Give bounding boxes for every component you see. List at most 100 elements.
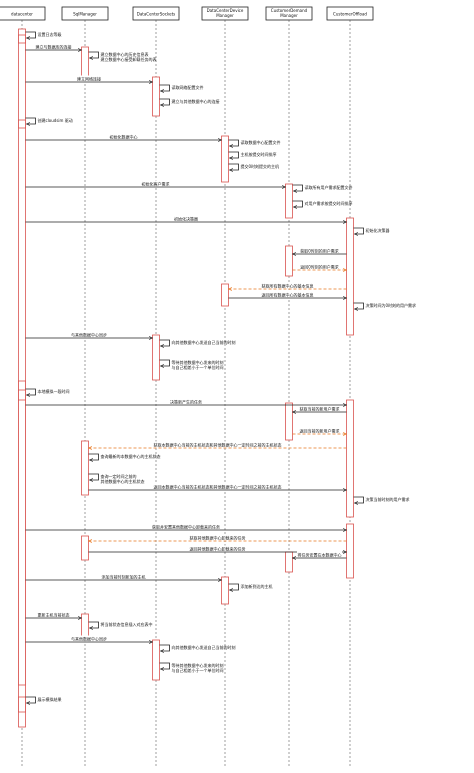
message: 向其他数据中心发送自己当前的时刻 — [159, 644, 236, 651]
self-message-arrow — [159, 84, 170, 91]
message: 查询最新的本数据中心的主机状态 — [88, 453, 161, 460]
message-label: 返回当前的新用户需求 — [300, 428, 340, 434]
message: 主机按提交时间排序 — [228, 151, 277, 158]
activation-bar-dc — [18, 28, 26, 728]
message-label-bg — [153, 483, 282, 490]
message-label: 初始化数据中心 — [110, 134, 138, 140]
message: 建立网络连接 — [25, 75, 153, 83]
message-label: 展示模拟结果 — [38, 696, 62, 702]
self-message-arrow — [292, 200, 303, 207]
activation-bar-cdm — [285, 183, 293, 219]
message: 获取其他数据中心卸载来的任务 — [89, 534, 347, 542]
message-label-bg — [141, 180, 170, 187]
message-label-bg — [297, 551, 342, 558]
message-label: 初始化客户需求 — [142, 181, 170, 187]
message-label-bg — [70, 331, 108, 338]
message: 设置日志等级 — [25, 31, 62, 38]
message: 返回0时刻的用户需求 — [292, 263, 347, 271]
message-label-bg — [101, 573, 146, 580]
message: 获取本数据中心当前的主机状态和其他数据中心一定时间之前的主机状态 — [89, 441, 347, 449]
self-message-arrow — [228, 151, 239, 158]
message: 创建cloudsim 驱动 — [25, 117, 73, 124]
message-label: 等待其他数据中心发来的时刻与自己相差小于一个单位时间 — [172, 662, 224, 673]
message-label: 获取并安置其他数据中心卸载来的任务 — [152, 524, 220, 530]
message-label: 初始化决策器 — [366, 227, 390, 233]
activation-bar-sock — [152, 334, 160, 381]
self-message-arrow — [88, 51, 99, 58]
message-label: 对用户需求按提交时间排序 — [305, 200, 353, 206]
message: 返回其他数据中心卸载来的任务 — [88, 545, 347, 553]
self-message-arrow — [25, 31, 36, 38]
message-label: 设置日志等级 — [38, 31, 62, 37]
message-label-bg — [76, 75, 102, 82]
message: 对用户需求按提交时间排序 — [292, 200, 353, 207]
self-message-arrow — [353, 227, 364, 234]
messages: 设置日志等级建立与数据库的连接建立数据中心的历史信息表建立数据中心接受卸载任务的… — [25, 31, 416, 703]
message-label: 主机按提交时间排序 — [241, 151, 277, 157]
message: 向其他数据中心发送自己当前的时刻 — [159, 339, 236, 346]
message-label-bg — [35, 43, 72, 50]
message: 查询一定时间之前的其他数据中心的主机状态 — [88, 473, 145, 484]
message-label: 向其他数据中心发送自己当前的时刻 — [172, 644, 236, 650]
message-label-bg — [261, 282, 314, 289]
message: 提交0时刻提交的主机 — [228, 163, 279, 170]
message-label: 返回本数据中心当前的主机状态和其他数据中心一定时间之前的主机状态 — [154, 484, 282, 490]
message-label: 建立与数据库的连接 — [36, 44, 72, 50]
activation-bar-dev — [221, 283, 229, 307]
self-message-arrow — [353, 496, 364, 503]
activation-bar-cdm — [285, 245, 293, 277]
activation-bar-sql — [81, 613, 89, 638]
message-label: 返回其他数据中心卸载来的任务 — [190, 546, 246, 552]
message: 与其他数据中心同步 — [25, 331, 153, 339]
message: 返回所有数据中心的基本信息 — [228, 291, 347, 299]
message: 读取网络配置文件 — [159, 84, 204, 91]
activation-bars — [18, 28, 354, 728]
activation-bar-cdm — [285, 551, 293, 573]
message-label: 返回0时刻的用户需求 — [300, 264, 339, 270]
participant-box-dc — [0, 6, 46, 21]
message: 将任务安置在本数据中心 — [293, 551, 347, 559]
message-label: 向其他数据中心发送自己当前的时刻 — [172, 339, 236, 345]
message-label: 读取网络配置文件 — [172, 84, 204, 90]
participant-box-sql — [61, 6, 109, 21]
message-label: 与其他数据中心同步 — [71, 332, 107, 338]
message-label: 添加当前时刻新加的主机 — [102, 574, 146, 580]
self-message-arrow — [88, 473, 99, 480]
message-label-bg — [153, 441, 282, 448]
message-label-bg — [151, 523, 221, 530]
self-message-arrow — [25, 696, 36, 703]
activation-bar-sock — [152, 639, 160, 681]
message: 决策时间为0时刻的用户需求 — [353, 302, 416, 309]
message: 决策当前时刻的用户需求 — [353, 496, 410, 503]
message: 初始化数据中心 — [25, 133, 222, 141]
message-label-bg — [261, 291, 314, 298]
self-message-arrow — [25, 388, 36, 395]
self-message-arrow — [88, 621, 99, 628]
message: 等待其他数据中心发来的时刻与自己相差小于一个单位时间 — [159, 662, 224, 673]
message-label: 将任务安置在本数据中心 — [298, 552, 342, 558]
message-label: 查询一定时间之前的其他数据中心的主机状态 — [101, 473, 145, 484]
message-label-bg — [169, 398, 203, 405]
participant-label-off: CustomerOffload — [333, 12, 367, 17]
activation-bar-dc — [18, 34, 26, 44]
message-label: 创建cloudsim 驱动 — [38, 117, 73, 123]
lifelines — [21, 20, 351, 766]
message: 添加当前时刻新加的主机 — [25, 573, 222, 581]
activation-bar-dc — [18, 380, 26, 686]
message-label: 获取0时刻的用户需求 — [300, 248, 339, 254]
activation-bar-dc — [18, 119, 26, 129]
activation-bar-off — [346, 523, 354, 579]
self-message-arrow — [159, 662, 170, 669]
message-label: 读取数据中心配置文件 — [241, 139, 281, 145]
participant-box-cdm — [265, 6, 313, 21]
message-label: 查询最新的本数据中心的主机状态 — [101, 453, 161, 459]
participant-box-dev — [201, 6, 249, 21]
self-message-arrow — [159, 339, 170, 346]
message-label: 获取其他数据中心卸载来的任务 — [190, 535, 246, 541]
message: 初始化决策器 — [25, 215, 347, 223]
message-label: 建立与其他数据中心的连接 — [172, 98, 220, 104]
message: 初始化决策器 — [353, 227, 390, 234]
self-message-arrow — [159, 98, 170, 105]
